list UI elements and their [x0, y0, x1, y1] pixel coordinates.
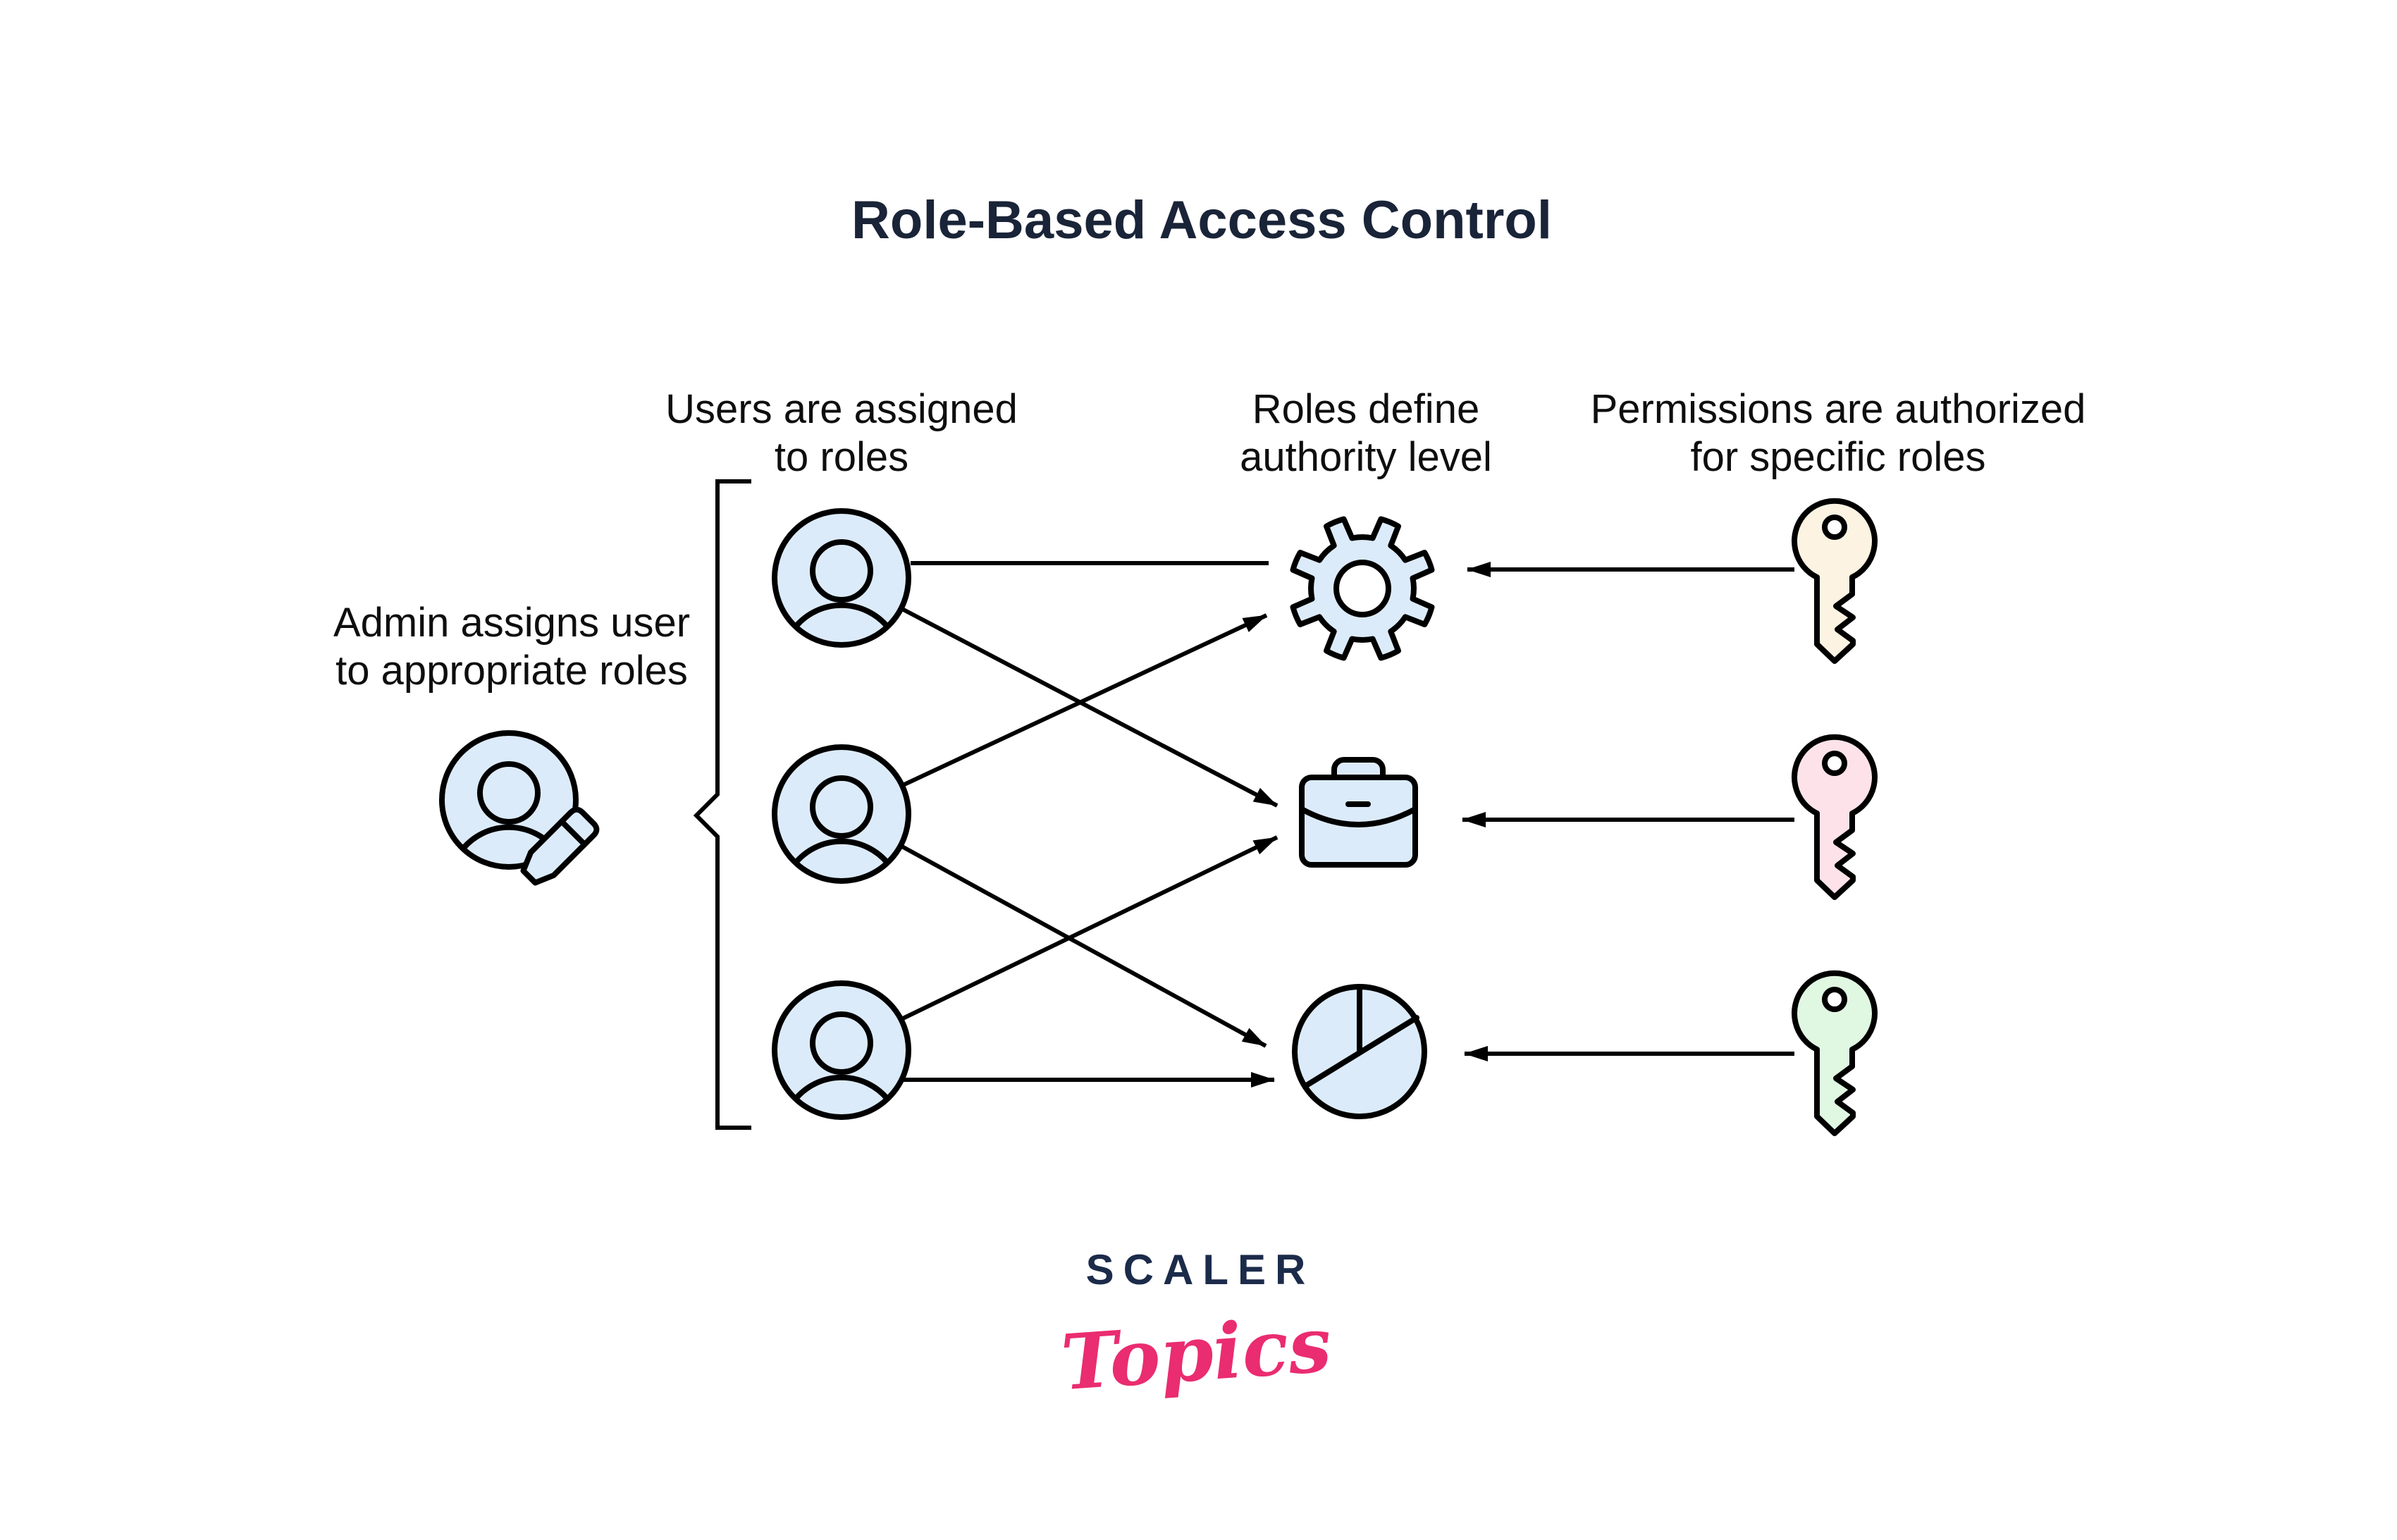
user-icon-1 [775, 511, 908, 645]
gear-icon [1290, 516, 1435, 661]
key-icon-green [1794, 973, 1875, 1133]
users-header-line2: to roles [775, 434, 908, 480]
briefcase-flap-curve [1299, 806, 1418, 827]
key1-hole [1822, 515, 1847, 540]
logo-wordmark-topics: Topics [1059, 1300, 1334, 1407]
briefcase-body [1299, 775, 1418, 868]
edge-user2-gear [901, 613, 1268, 787]
pie-chart-icon [1292, 984, 1427, 1119]
key-icon-pink [1794, 737, 1875, 897]
user-role-edges [899, 561, 1278, 1088]
permissions-column-header: Permissions are authorized for specific … [1591, 386, 2086, 480]
gear-icon-hole [1333, 560, 1391, 617]
key2-hole [1822, 751, 1847, 776]
admin-user-with-pencil-icon [442, 733, 600, 886]
permissions-header-line1: Permissions are authorized [1591, 386, 2086, 432]
admin-label-line1: Admin assigns user [333, 600, 690, 646]
edge-user1-briefcase [901, 607, 1278, 808]
roles-header-line2: authority level [1240, 434, 1492, 480]
admin-label-line2: to appropriate roles [335, 648, 688, 694]
permissions-header-line2: for specific roles [1690, 434, 1985, 480]
roles-header-line1: Roles define [1252, 386, 1479, 432]
admin-label: Admin assigns user to appropriate roles [333, 600, 690, 694]
pie-chart-chord-line [1302, 1015, 1419, 1089]
key-icon-cream [1794, 501, 1875, 661]
briefcase-icon [1299, 757, 1418, 868]
logo-wordmark-scaler: SCALER [1086, 1246, 1315, 1293]
edge-user2-pie-chart [899, 844, 1267, 1048]
permission-role-edges [1462, 562, 1794, 1061]
scaler-topics-logo: SCALER Topics [1059, 1246, 1334, 1407]
key3-hole [1822, 987, 1847, 1012]
pencil-icon [520, 806, 600, 886]
grouping-brace [693, 479, 751, 1130]
page-title: Role-Based Access Control [851, 190, 1552, 250]
edge-user3-briefcase [900, 835, 1278, 1021]
users-header-line1: Users are assigned [665, 386, 1018, 432]
user-icon-2 [775, 747, 908, 881]
roles-column-header: Roles define authority level [1240, 386, 1492, 480]
user-icon-3 [775, 983, 908, 1117]
users-column-header: Users are assigned to roles [665, 386, 1018, 480]
